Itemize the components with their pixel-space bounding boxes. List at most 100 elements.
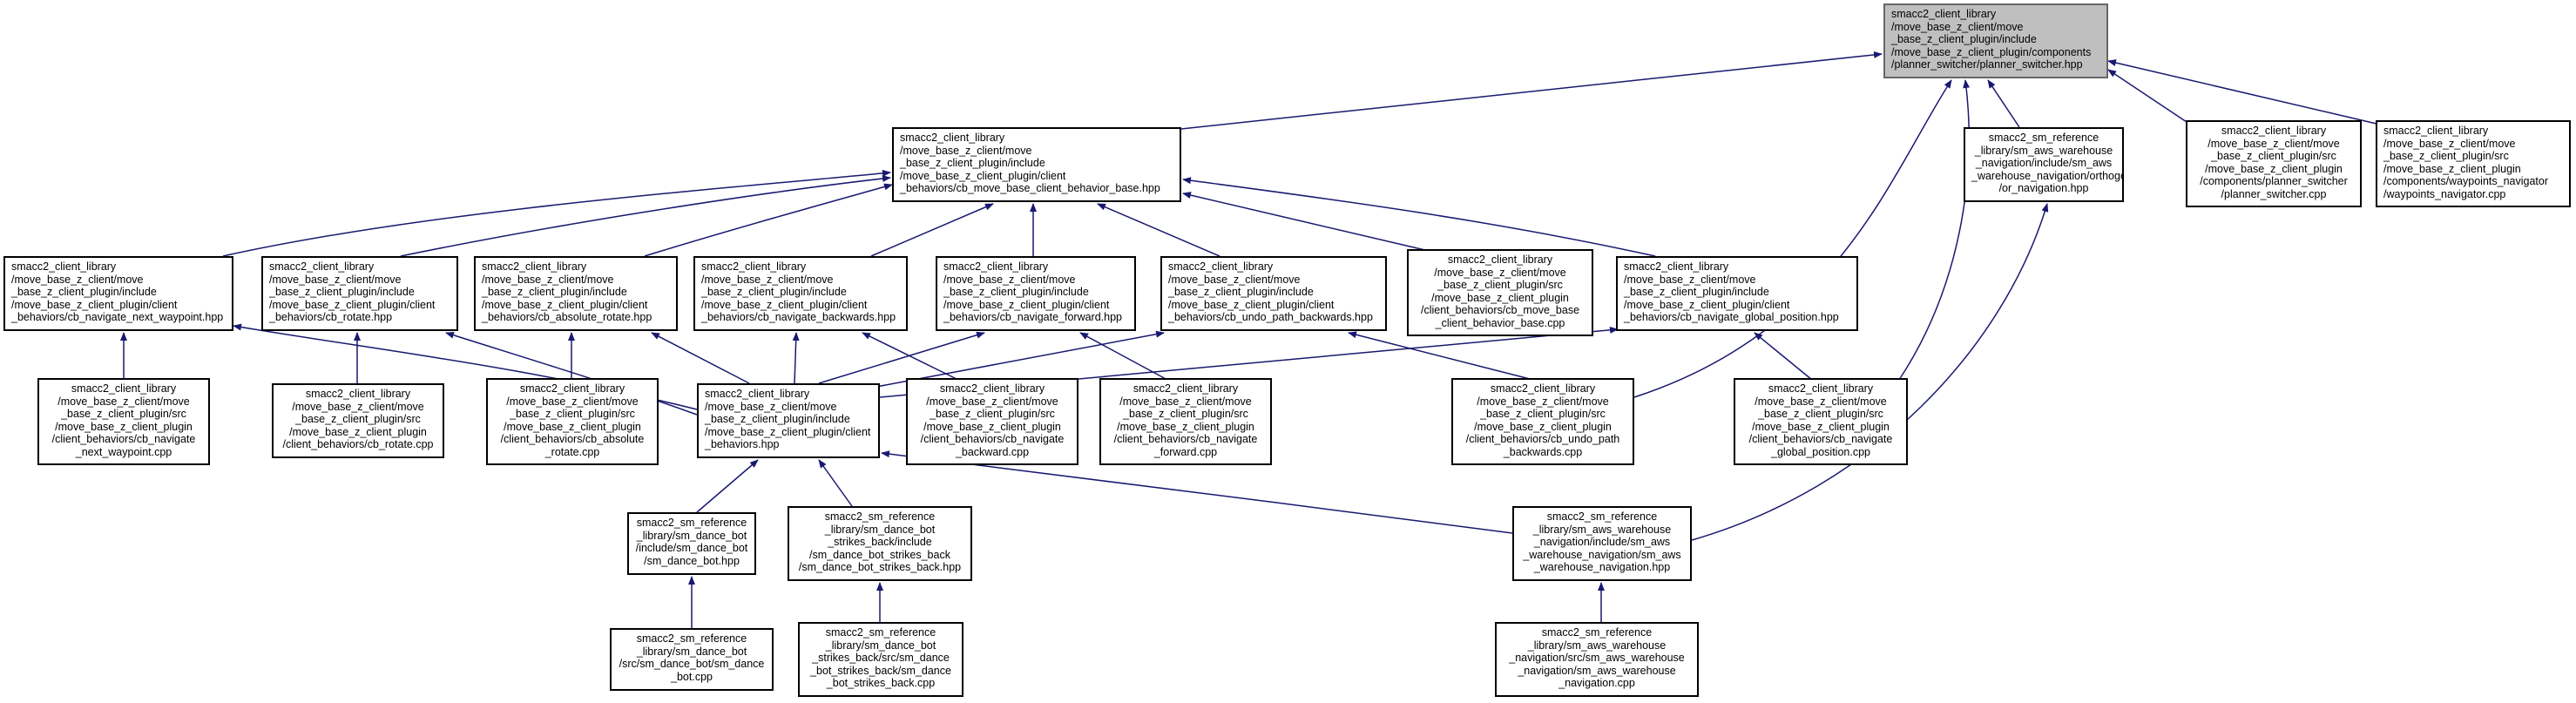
node-label-line: /move_base_z_client/move	[1477, 395, 1609, 408]
node-label-line: /move_base_z_client_plugin	[1474, 420, 1612, 433]
node-label-line: smacc2_client_library	[2383, 125, 2489, 137]
node-label-line: _behaviors/cb_undo_path_backwards.hpp	[1168, 311, 1373, 324]
node-label-line: smacc2_client_library	[1447, 253, 1553, 266]
node-label-line: _base_z_client_plugin/include	[11, 286, 157, 299]
node-label-line: _behaviors/cb_move_base_client_behavior_…	[900, 182, 1160, 195]
node-cb-navigate-global-position-cpp[interactable]: smacc2_client_library/move_base_z_client…	[1734, 378, 1908, 465]
edge-strikes-back-hpp-to-client-behaviors	[818, 459, 853, 507]
node-label-line: smacc2_client_library	[1490, 382, 1596, 395]
edge-global-position-hpp-to-base	[1182, 177, 1656, 257]
node-cb-undo-path-backwards-hpp[interactable]: smacc2_client_library/move_base_z_client…	[1160, 256, 1387, 331]
node-cb-navigate-backward-cpp[interactable]: smacc2_client_library/move_base_z_client…	[906, 378, 1078, 465]
node-label-line: /move_base_z_client_plugin/client	[269, 298, 436, 311]
node-cb-absolute-rotate-hpp[interactable]: smacc2_client_library/move_base_z_client…	[474, 256, 678, 331]
edge-undo-path-hpp-to-base	[1097, 203, 1220, 257]
node-label-line: _base_z_client_plugin/src	[510, 408, 635, 421]
node-label-line: _base_z_client_plugin/src	[2211, 150, 2336, 163]
node-label-line: /client_behaviors/cb_absolute	[500, 433, 645, 446]
node-label-line: /move_base_z_client/move	[292, 400, 424, 413]
node-label-line: /move_base_z_client/move	[705, 400, 837, 413]
node-label-line: _navigation/sm_aws_warehouse	[1518, 664, 1676, 677]
node-or-navigation-hpp[interactable]: smacc2_sm_reference_library/sm_aws_wareh…	[1964, 127, 2124, 202]
node-waypoints-navigator-cpp[interactable]: smacc2_client_library/move_base_z_client…	[2376, 120, 2571, 207]
node-planner-switcher-cpp[interactable]: smacc2_client_library/move_base_z_client…	[2186, 120, 2362, 207]
node-label-line: /client_behaviors/cb_rotate.cpp	[282, 438, 434, 451]
node-cb-navigate-backwards-hpp[interactable]: smacc2_client_library/move_base_z_client…	[693, 256, 908, 331]
edge-undo-path-cpp-to-root	[1633, 79, 1952, 398]
node-label-line: smacc2_client_library	[305, 388, 411, 400]
node-label-line: _library/sm_dance_bot	[825, 639, 936, 652]
node-label-line: /move_base_z_client_plugin/client	[701, 298, 868, 311]
edge-client-behaviors-to-navigate-backwards	[792, 332, 800, 384]
node-label-line: /client_behaviors/cb_navigate	[1748, 433, 1893, 446]
node-label-line: _base_z_client_plugin/src	[1480, 408, 1606, 421]
edge-global-position-cpp-to-root	[1898, 79, 1971, 381]
node-planner-switcher-hpp[interactable]: smacc2_client_library/move_base_z_client…	[1883, 3, 2108, 78]
node-label-line: _warehouse_navigation/orthogonals	[1971, 169, 2122, 182]
node-label-line: _library/sm_dance_bot	[636, 529, 747, 542]
node-label-line: _base_z_client_plugin/include	[943, 286, 1089, 299]
node-cb-undo-path-backwards-cpp[interactable]: smacc2_client_library/move_base_z_client…	[1451, 378, 1634, 465]
node-cb-rotate-hpp[interactable]: smacc2_client_library/move_base_z_client…	[261, 256, 458, 331]
node-label-line: /waypoints_navigator.cpp	[2383, 187, 2506, 200]
node-cb-navigate-forward-hpp[interactable]: smacc2_client_library/move_base_z_client…	[936, 256, 1136, 331]
node-cb-absolute-rotate-cpp[interactable]: smacc2_client_library/move_base_z_client…	[486, 378, 659, 465]
node-label-line: /move_base_z_client_plugin	[1117, 420, 1254, 433]
node-sm-dance-bot-strikes-back-cpp[interactable]: smacc2_sm_reference_library/sm_dance_bot…	[798, 622, 963, 697]
node-cb-move-base-client-behavior-base-cpp[interactable]: smacc2_client_library/move_base_z_client…	[1407, 249, 1593, 336]
node-client-behaviors-hpp[interactable]: smacc2_client_library/move_base_z_client…	[697, 383, 880, 458]
node-label-line: _rotate.cpp	[544, 445, 600, 458]
node-label-line: smacc2_sm_reference	[1546, 510, 1658, 523]
node-label-line: /move_base_z_client_plugin/client	[1624, 298, 1790, 311]
node-sm-aws-warehouse-navigation-hpp[interactable]: smacc2_sm_reference_library/sm_aws_wareh…	[1512, 506, 1692, 581]
node-cb-move-base-client-behavior-base-hpp[interactable]: smacc2_client_library/move_base_z_client…	[892, 127, 1181, 202]
node-label-line: _global_position.cpp	[1771, 445, 1870, 458]
node-label-line: _library/sm_aws_warehouse	[1532, 523, 1672, 536]
node-label-line: _base_z_client_plugin/include	[705, 413, 850, 426]
edge-behavior-base-cpp-to-base	[1182, 192, 1430, 252]
node-label-line: /move_base_z_client/move	[701, 273, 834, 286]
edge-rotate-hpp-to-base	[400, 175, 891, 257]
node-cb-navigate-next-waypoint-hpp[interactable]: smacc2_client_library/move_base_z_client…	[3, 256, 233, 331]
node-label-line: /move_base_z_client_plugin	[289, 425, 427, 438]
node-label-line: /client_behaviors/cb_navigate	[920, 433, 1065, 446]
node-label-line: smacc2_sm_reference	[636, 517, 747, 529]
node-label-line: _client_behavior_base.cpp	[1435, 316, 1565, 329]
node-label-line: /move_base_z_client_plugin/client	[943, 298, 1110, 311]
node-label-line: /move_base_z_client_plugin	[55, 420, 193, 433]
node-label-line: /move_base_z_client_plugin	[1431, 291, 1569, 304]
node-label-line: /components/planner_switcher	[2200, 175, 2348, 188]
node-cb-navigate-global-position-hpp[interactable]: smacc2_client_library/move_base_z_client…	[1616, 256, 1858, 331]
node-label-line: smacc2_client_library	[1891, 8, 1997, 20]
node-sm-dance-bot-hpp[interactable]: smacc2_sm_reference_library/sm_dance_bot…	[627, 512, 756, 575]
node-label-line: _base_z_client_plugin/include	[482, 286, 627, 299]
node-label-line: /move_base_z_client_plugin/client	[482, 298, 648, 311]
node-label-line: /move_base_z_client_plugin	[1752, 420, 1890, 433]
node-sm-aws-warehouse-navigation-cpp[interactable]: smacc2_sm_reference_library/sm_aws_wareh…	[1495, 622, 1699, 697]
node-label-line: /move_base_z_client_plugin	[2383, 162, 2521, 175]
node-cb-navigate-next-waypoint-cpp[interactable]: smacc2_client_library/move_base_z_client…	[37, 378, 210, 465]
node-label-line: /move_base_z_client/move	[1434, 266, 1566, 279]
node-label-line: /move_base_z_client/move	[506, 395, 639, 408]
node-cb-navigate-forward-cpp[interactable]: smacc2_client_library/move_base_z_client…	[1099, 378, 1272, 465]
node-label-line: _bot_strikes_back.cpp	[826, 677, 936, 690]
node-label-line: /components/waypoints_navigator	[2383, 175, 2549, 188]
node-cb-rotate-cpp[interactable]: smacc2_client_library/move_base_z_client…	[272, 383, 444, 458]
node-label-line: /sm_dance_bot_strikes_back	[809, 548, 950, 561]
edge-behavior-base-to-root	[1180, 51, 1883, 130]
node-label-line: _base_z_client_plugin/include	[1624, 286, 1769, 299]
node-label-line: smacc2_client_library	[482, 260, 587, 273]
node-label-line: _library/sm_aws_warehouse	[1527, 639, 1667, 652]
node-label-line: _strikes_back/src/sm_dance	[812, 652, 950, 665]
node-label-line: _backwards.cpp	[1503, 445, 1583, 458]
node-label-line: _warehouse_navigation.hpp	[1533, 561, 1671, 574]
node-label-line: _behaviors/cb_navigate_next_waypoint.hpp	[11, 311, 224, 324]
node-label-line: smacc2_client_library	[900, 132, 1005, 144]
node-sm-dance-bot-cpp[interactable]: smacc2_sm_reference_library/sm_dance_bot…	[610, 628, 774, 691]
node-sm-dance-bot-strikes-back-hpp[interactable]: smacc2_sm_reference_library/sm_dance_bot…	[788, 506, 972, 581]
node-label-line: smacc2_client_library	[705, 388, 810, 400]
node-label-line: /move_base_z_client_plugin/client	[11, 298, 178, 311]
node-label-line: _base_z_client_plugin/src	[930, 408, 1055, 421]
node-label-line: _base_z_client_plugin/src	[1437, 279, 1563, 292]
